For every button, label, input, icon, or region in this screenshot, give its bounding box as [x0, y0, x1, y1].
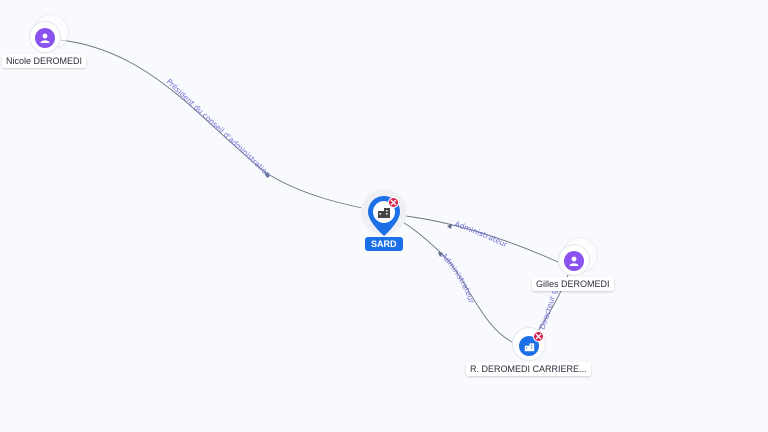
company-icon	[519, 336, 539, 356]
edge-arrow	[264, 172, 270, 178]
edge-arrow	[447, 224, 452, 229]
closed-badge	[388, 197, 399, 208]
company-icon	[377, 205, 391, 219]
node-label: SARD	[365, 237, 403, 251]
edge-label-gilles-sard: Administrateur	[453, 219, 509, 249]
edge-gilles-sard[interactable]: Administrateur	[397, 214, 559, 263]
edge-nicole-sard[interactable]: Président du conseil d'administration	[59, 39, 383, 213]
edge-label-gilles-rderomedi: Directeur gé...	[0, 0, 560, 331]
edge-label-nicole-sard: Président du conseil d'administration	[165, 77, 273, 179]
edge-gilles-rderomedi[interactable]: Directeur gé...	[0, 0, 573, 337]
edge-label-rderomedi-sard: Administrateur	[440, 251, 477, 305]
person-icon	[35, 28, 55, 48]
person-icon	[564, 251, 584, 271]
edge-rderomedi-sard[interactable]: Administrateur	[394, 217, 521, 347]
closed-badge	[533, 331, 544, 342]
node-label: R. DEROMEDI CARRIERE...	[466, 362, 591, 376]
node-label: Nicole DEROMEDI	[2, 54, 87, 68]
edge-arrow	[438, 252, 443, 257]
node-label: Gilles DEROMEDI	[532, 277, 614, 291]
